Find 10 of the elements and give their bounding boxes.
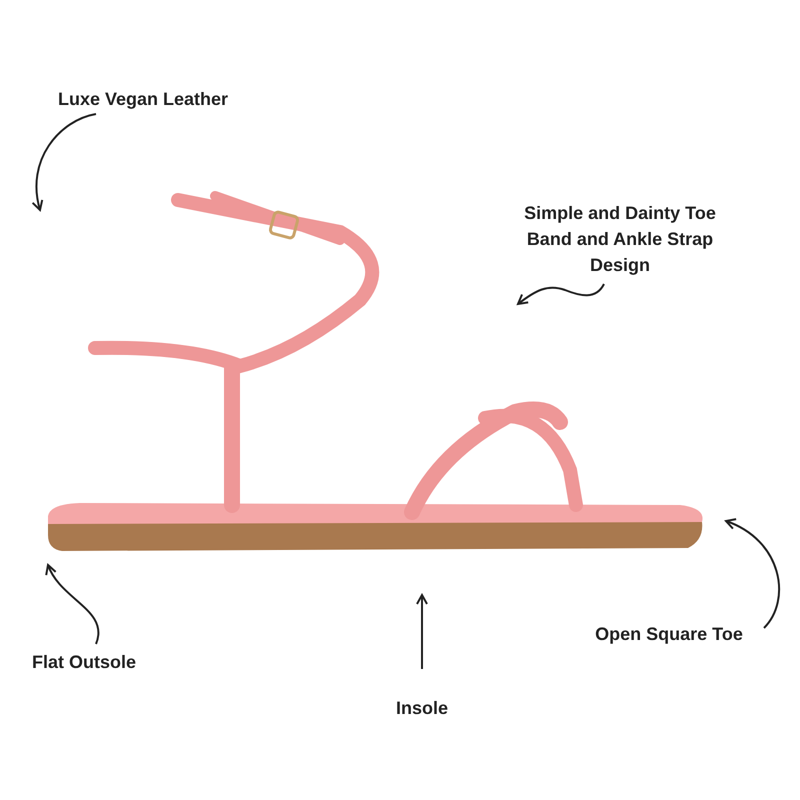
callout-text: Simple and Dainty Toe Band and Ankle Strap Design <box>523 202 717 277</box>
leader-arrow <box>32 113 96 211</box>
leader-arrow <box>517 283 605 305</box>
leader-arrow <box>416 594 428 669</box>
callout-text: Open Square Toe <box>594 623 744 646</box>
callout-text: Luxe Vegan Leather <box>56 88 230 111</box>
callout-text: Flat Outsole <box>30 651 137 674</box>
leader-arrow <box>725 518 780 629</box>
leader-arrow <box>46 564 100 644</box>
callout-text: Insole <box>394 697 449 720</box>
